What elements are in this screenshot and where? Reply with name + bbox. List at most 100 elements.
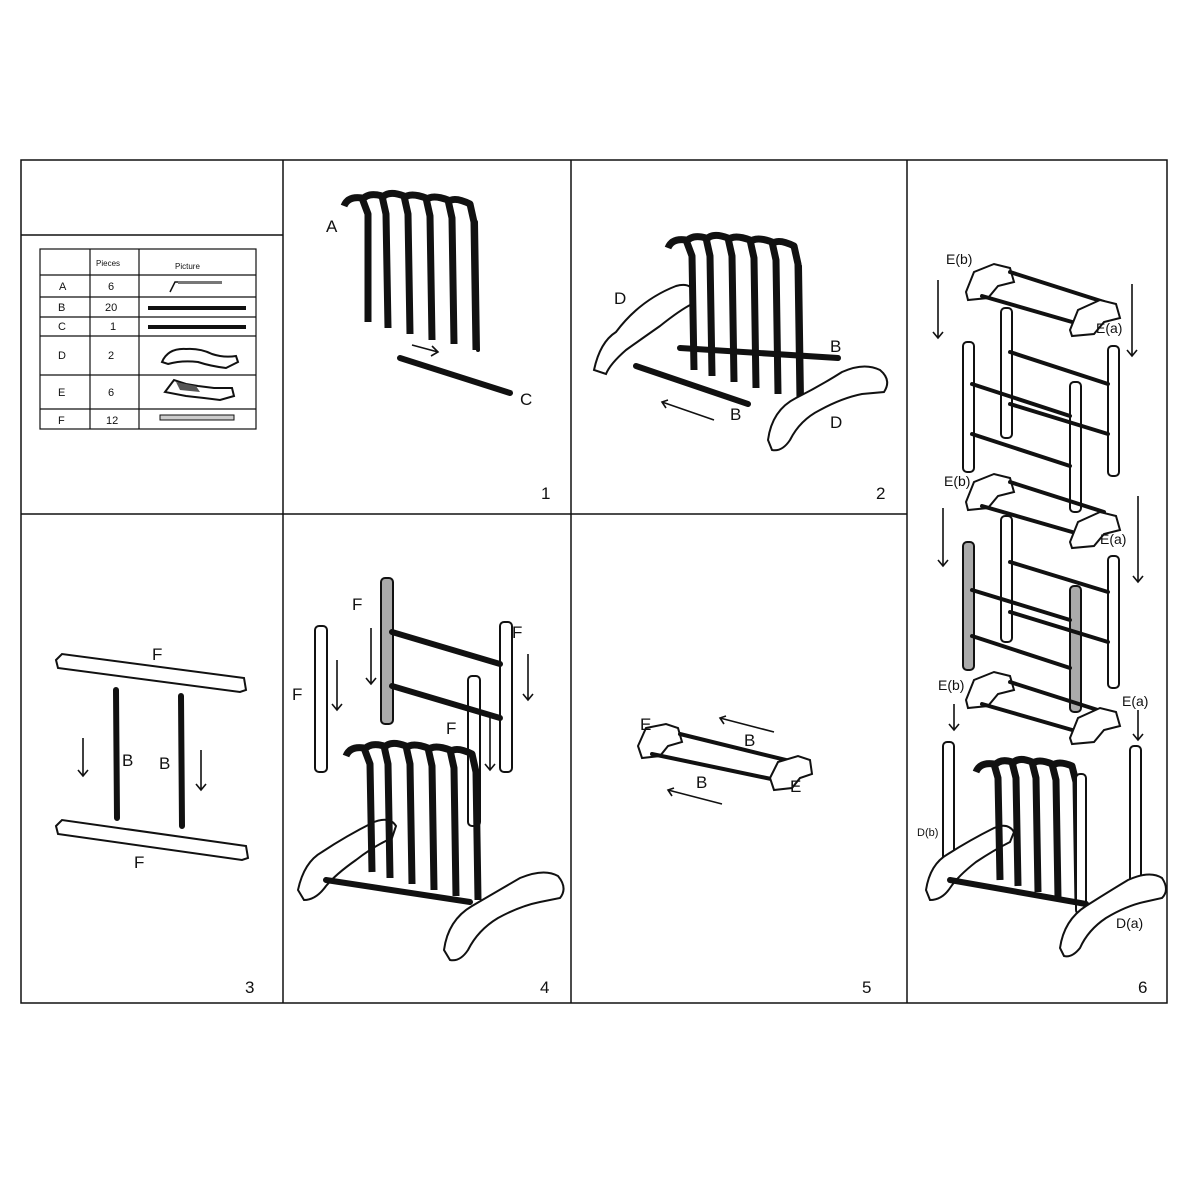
post-f [1075, 773, 1087, 915]
step-number: 1 [541, 484, 550, 503]
arrow-icon [660, 399, 715, 421]
post-f [1069, 381, 1082, 513]
rod-c [397, 355, 513, 396]
part-label: F [134, 853, 144, 872]
bracket-e-a [1068, 510, 1122, 550]
post-f-shaded [380, 577, 394, 725]
post-f-top [54, 652, 248, 694]
base-foot-d-right [766, 365, 889, 452]
step-number: 4 [540, 978, 549, 997]
rod-b [178, 693, 185, 829]
rod-b [323, 877, 473, 905]
post-f-shaded [1069, 585, 1082, 713]
arrow-icon [932, 280, 944, 340]
part-label: D [830, 413, 842, 432]
part-label: E [790, 777, 801, 796]
bracket-icon [163, 378, 236, 402]
rod-b [1008, 680, 1106, 714]
rod-b [1008, 350, 1110, 386]
hanger-set-a [342, 739, 482, 901]
table-row-part: C [58, 321, 66, 333]
table-row-part: E [58, 387, 65, 399]
part-label: E(b) [946, 251, 972, 267]
part-label: D(b) [917, 827, 938, 839]
arrow-icon [331, 660, 343, 712]
arrow-icon [1132, 710, 1144, 742]
part-label: B [730, 405, 741, 424]
bracket-e-right [768, 754, 814, 792]
post-f [1000, 307, 1013, 439]
arrow-icon [948, 704, 960, 732]
part-label: A [326, 217, 338, 236]
rod-b [970, 382, 1072, 418]
rod-b [389, 683, 503, 721]
post-f [314, 625, 328, 773]
table-row-pieces: 6 [108, 281, 114, 293]
rod-b [677, 345, 841, 361]
rod-b [980, 702, 1088, 736]
arrow-icon [195, 750, 207, 792]
rod-b [980, 294, 1088, 328]
step-number: 3 [245, 978, 254, 997]
part-label: F [446, 719, 456, 738]
panel-grid [20, 159, 1168, 1004]
part-label: F [292, 685, 302, 704]
bracket-e-a [1068, 706, 1122, 746]
step-number: 6 [1138, 978, 1147, 997]
part-label: E(b) [938, 677, 964, 693]
part-label: E(b) [944, 473, 970, 489]
part-label: E(a) [1122, 693, 1148, 709]
rod-b [980, 504, 1088, 538]
bracket-e-b [964, 262, 1016, 302]
arrow-icon [718, 715, 775, 733]
base-foot-icon [160, 347, 240, 370]
rod-b [1008, 480, 1106, 514]
bracket-e-b [964, 472, 1016, 512]
step-6-panel: E(b) E(a) E(b) E(a) E(b) E(a) D(b) D(a) … [917, 251, 1167, 997]
hanger-set-a [340, 189, 480, 352]
bracket-e-a [1068, 298, 1122, 338]
part-label: E(a) [1100, 531, 1126, 547]
table-row-part: B [58, 302, 65, 314]
arrow-icon [522, 654, 534, 702]
part-label: E [640, 715, 651, 734]
rod-b [1008, 610, 1110, 644]
part-label: F [352, 595, 362, 614]
part-label: D [614, 289, 626, 308]
bracket-e-left [636, 722, 684, 760]
rod-b [970, 588, 1072, 622]
rod-b [633, 363, 751, 407]
hanger-set-a [972, 755, 1082, 905]
rod-b [947, 877, 1089, 907]
table-header-pieces: Pieces [96, 259, 120, 268]
arrow-icon [1126, 284, 1138, 358]
arrow-icon [666, 787, 723, 805]
part-label: C [520, 390, 532, 409]
part-label: B [830, 337, 841, 356]
post-f-shaded [962, 541, 975, 671]
step-1-panel: A C 1 [326, 189, 550, 503]
bracket-e-b [964, 670, 1016, 710]
arrow-icon [1132, 496, 1144, 584]
post-icon [159, 414, 235, 421]
arrow-icon [77, 738, 89, 778]
hanger-icon [169, 281, 222, 293]
post-f [1107, 345, 1120, 477]
rod-b [1008, 402, 1110, 436]
rod-b [650, 752, 778, 782]
part-label: E(a) [1096, 320, 1122, 336]
arrow-icon [365, 628, 377, 686]
post-f [1000, 515, 1013, 643]
base-foot-d-a [1058, 873, 1167, 958]
table-header-picture: Picture [175, 262, 200, 271]
arrow-icon [484, 714, 496, 772]
part-label: F [152, 645, 162, 664]
step-4-panel: F F F F 4 [292, 577, 565, 997]
hanger-set-a [664, 231, 804, 402]
part-label: B [696, 773, 707, 792]
table-row-part: A [59, 281, 67, 293]
base-foot-d-left [592, 283, 696, 376]
rod-b [970, 634, 1072, 670]
step-5-panel: E B B E 5 [636, 715, 871, 997]
